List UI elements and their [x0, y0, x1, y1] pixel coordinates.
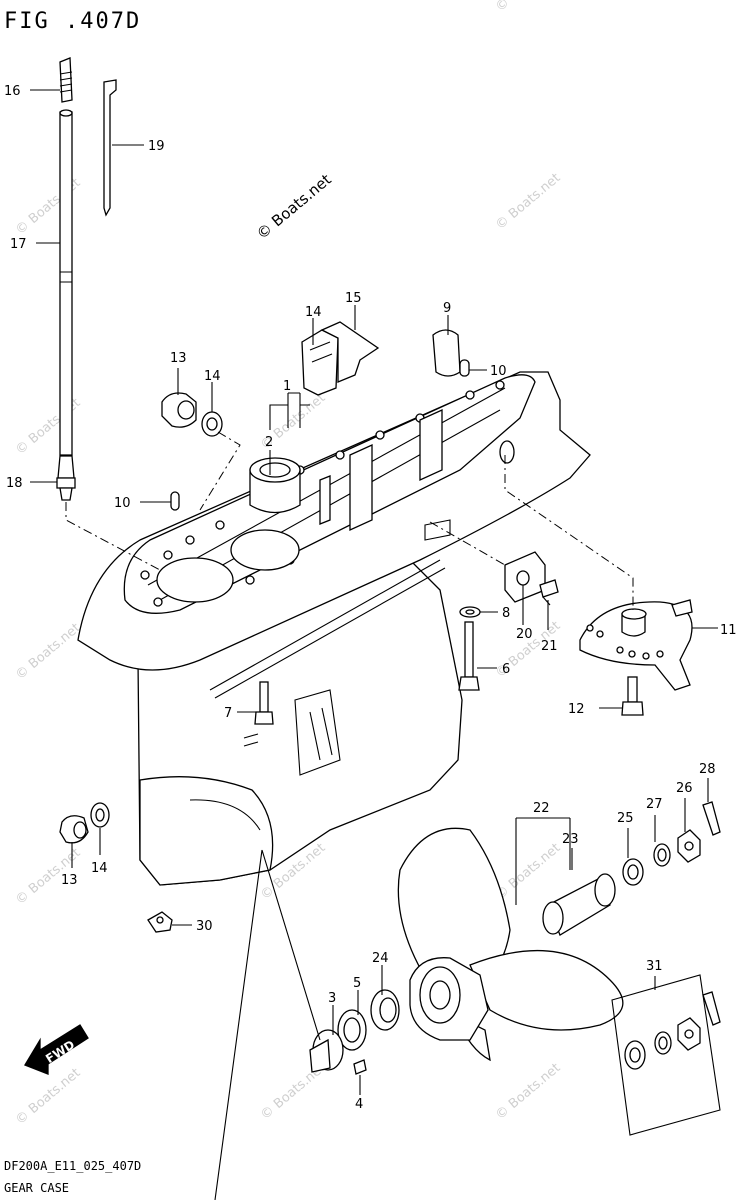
- callout-28: 27: [646, 797, 663, 812]
- callout-13-upper: 13: [170, 351, 187, 366]
- propeller-assembly: [309, 801, 721, 1075]
- side-parts: [254, 551, 693, 725]
- callout-1: 1: [283, 379, 291, 394]
- callout-10-lower: 10: [114, 496, 131, 511]
- callout-10-upper: 10: [490, 364, 507, 379]
- callout-27: 26: [676, 781, 693, 796]
- callout-21: 18: [6, 476, 23, 491]
- callout-25: 24: [372, 951, 389, 966]
- watermark: © Boats.net: [13, 1066, 83, 1128]
- fwd-arrow-icon: FWD: [24, 1024, 89, 1075]
- callout-6: 6: [502, 662, 510, 677]
- callout-22: 19: [148, 139, 165, 154]
- callout-20: 17: [10, 237, 27, 252]
- assembly-lines: [65, 431, 634, 1200]
- lower-left-parts: [59, 802, 173, 933]
- callout-12: 12: [568, 702, 585, 717]
- kit-31-box: [611, 974, 721, 1136]
- callout-24: 23: [562, 832, 579, 847]
- leader-lines: [30, 89, 718, 1095]
- callout-19: 16: [4, 84, 21, 99]
- callout-9: 9: [443, 301, 451, 316]
- callout-23: 22: [533, 801, 550, 816]
- callout-8: 8: [502, 606, 510, 621]
- watermark: © Boats.net: [493, 841, 563, 903]
- figure-name: GEAR CASE: [4, 1181, 69, 1195]
- callout-31: 31: [646, 959, 663, 974]
- callout-3: 3: [328, 991, 336, 1006]
- watermark: © Boats.net: [13, 176, 83, 238]
- callout-4: 4: [355, 1097, 363, 1112]
- callout-15: 20: [516, 627, 533, 642]
- watermark: © Boats.net: [493, 0, 563, 15]
- callout-7: 7: [224, 706, 232, 721]
- callout-16: 21: [541, 639, 558, 654]
- callout-26: 25: [617, 811, 634, 826]
- callout-14-upper: 14: [204, 369, 221, 384]
- callouts: 16 19 17 18 10 13 14 1 2 14 15 9 10 8 6 …: [4, 84, 737, 1112]
- upper-small-parts: [161, 321, 470, 511]
- watermark: © Boats.net: [493, 1061, 563, 1123]
- watermark: © Boats.net: [493, 171, 563, 233]
- watermark: © Boats.net: [13, 621, 83, 683]
- callout-17: 14: [305, 305, 322, 320]
- callout-11: 11: [720, 623, 737, 638]
- callout-29: 28: [699, 762, 716, 777]
- callout-30: 30: [196, 919, 213, 934]
- callout-14-lower: 14: [91, 861, 108, 876]
- shift-rod-assembly: [56, 57, 117, 501]
- callout-18: 15: [345, 291, 362, 306]
- figure-title: FIG .407D: [4, 9, 141, 34]
- gear-case-housing: [77, 371, 591, 886]
- watermark-main: © Boats.net: [253, 170, 335, 243]
- callout-5: 5: [353, 976, 361, 991]
- watermark: © Boats.net: [13, 396, 83, 458]
- figure-code: DF200A_E11_025_407D: [4, 1159, 141, 1173]
- callout-2: 2: [265, 435, 273, 450]
- callout-13-lower: 13: [61, 873, 78, 888]
